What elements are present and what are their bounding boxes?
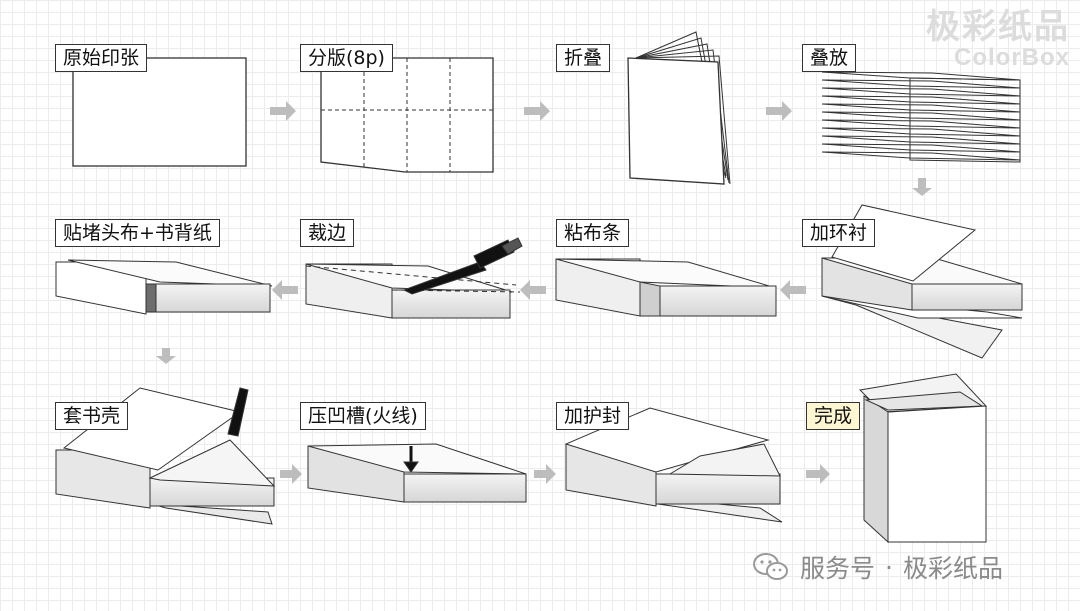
step-label-cloth-strip: 粘布条 — [556, 219, 630, 247]
stacked-signatures-illustration — [821, 71, 1021, 163]
folded-signature-illustration — [627, 31, 731, 185]
signature-layer — [821, 87, 1021, 97]
press-hinge-illustration — [307, 443, 527, 503]
spine-cloth-illustration — [555, 258, 777, 317]
raw-sheet-illustration — [72, 57, 247, 167]
signature-layer — [821, 111, 1021, 121]
flow-arrows — [156, 101, 932, 484]
endpaper-block-illustration — [821, 204, 1023, 359]
arrow-down-icon — [156, 348, 176, 364]
signature-stack-side — [909, 77, 1021, 163]
casing-in-illustration — [55, 387, 276, 525]
arrow-right-icon — [524, 101, 550, 121]
step-label-casing: 套书壳 — [55, 402, 129, 430]
footer-separator: · — [885, 552, 893, 582]
arrow-left-icon — [780, 280, 806, 300]
step-label-done: 完成 — [806, 402, 861, 430]
wechat-icon — [753, 553, 788, 580]
step-label-raw-sheet: 原始印张 — [55, 44, 148, 72]
watermark: 极彩纸品 ColorBox — [926, 8, 1070, 70]
arrow-down-icon — [912, 178, 932, 196]
step-label-headband: 贴堵头布+书背纸 — [55, 219, 220, 247]
signature-layer — [821, 79, 1021, 89]
signature-layer — [821, 135, 1021, 145]
arrow-right-icon — [280, 464, 302, 484]
step-label-hinge: 压凹槽(火线) — [300, 402, 426, 430]
arrow-right-icon — [534, 464, 556, 484]
signature-layer — [821, 103, 1021, 113]
signature-layer — [821, 95, 1021, 105]
finished-book-illustration — [858, 373, 988, 544]
down-arrow-icon — [403, 461, 419, 473]
signature-layer — [821, 151, 1021, 161]
step-label-trim: 裁边 — [300, 219, 355, 247]
arrow-right-icon — [766, 101, 792, 121]
footer: 服务号 · 极彩纸品 — [752, 549, 1003, 585]
signature-layer — [821, 71, 1021, 81]
watermark-zh: 极彩纸品 — [926, 8, 1070, 46]
arrow-right-icon — [806, 464, 830, 484]
step-label-jacket: 加护封 — [556, 402, 630, 430]
watermark-en: ColorBox — [954, 44, 1070, 71]
brush-icon — [227, 387, 249, 437]
trimming-illustration — [305, 237, 523, 319]
signature-layer — [821, 119, 1021, 129]
arrow-right-icon — [270, 101, 296, 121]
signature-layer — [821, 143, 1021, 153]
headband-block-illustration — [55, 259, 273, 315]
imposition-sheet-illustration — [320, 57, 494, 173]
arrow-left-icon — [272, 280, 298, 300]
step-label-stack: 叠放 — [802, 44, 857, 72]
signature-layer — [821, 127, 1021, 137]
arrow-left-icon — [520, 280, 546, 300]
blade-icon — [402, 261, 487, 295]
footer-name: 极彩纸品 — [902, 554, 1003, 583]
step-label-fold: 折叠 — [556, 44, 611, 72]
step-label-imposition: 分版(8p) — [300, 44, 393, 72]
footer-prefix: 服务号 — [800, 554, 876, 583]
step-label-endpaper: 加环衬 — [802, 219, 876, 247]
